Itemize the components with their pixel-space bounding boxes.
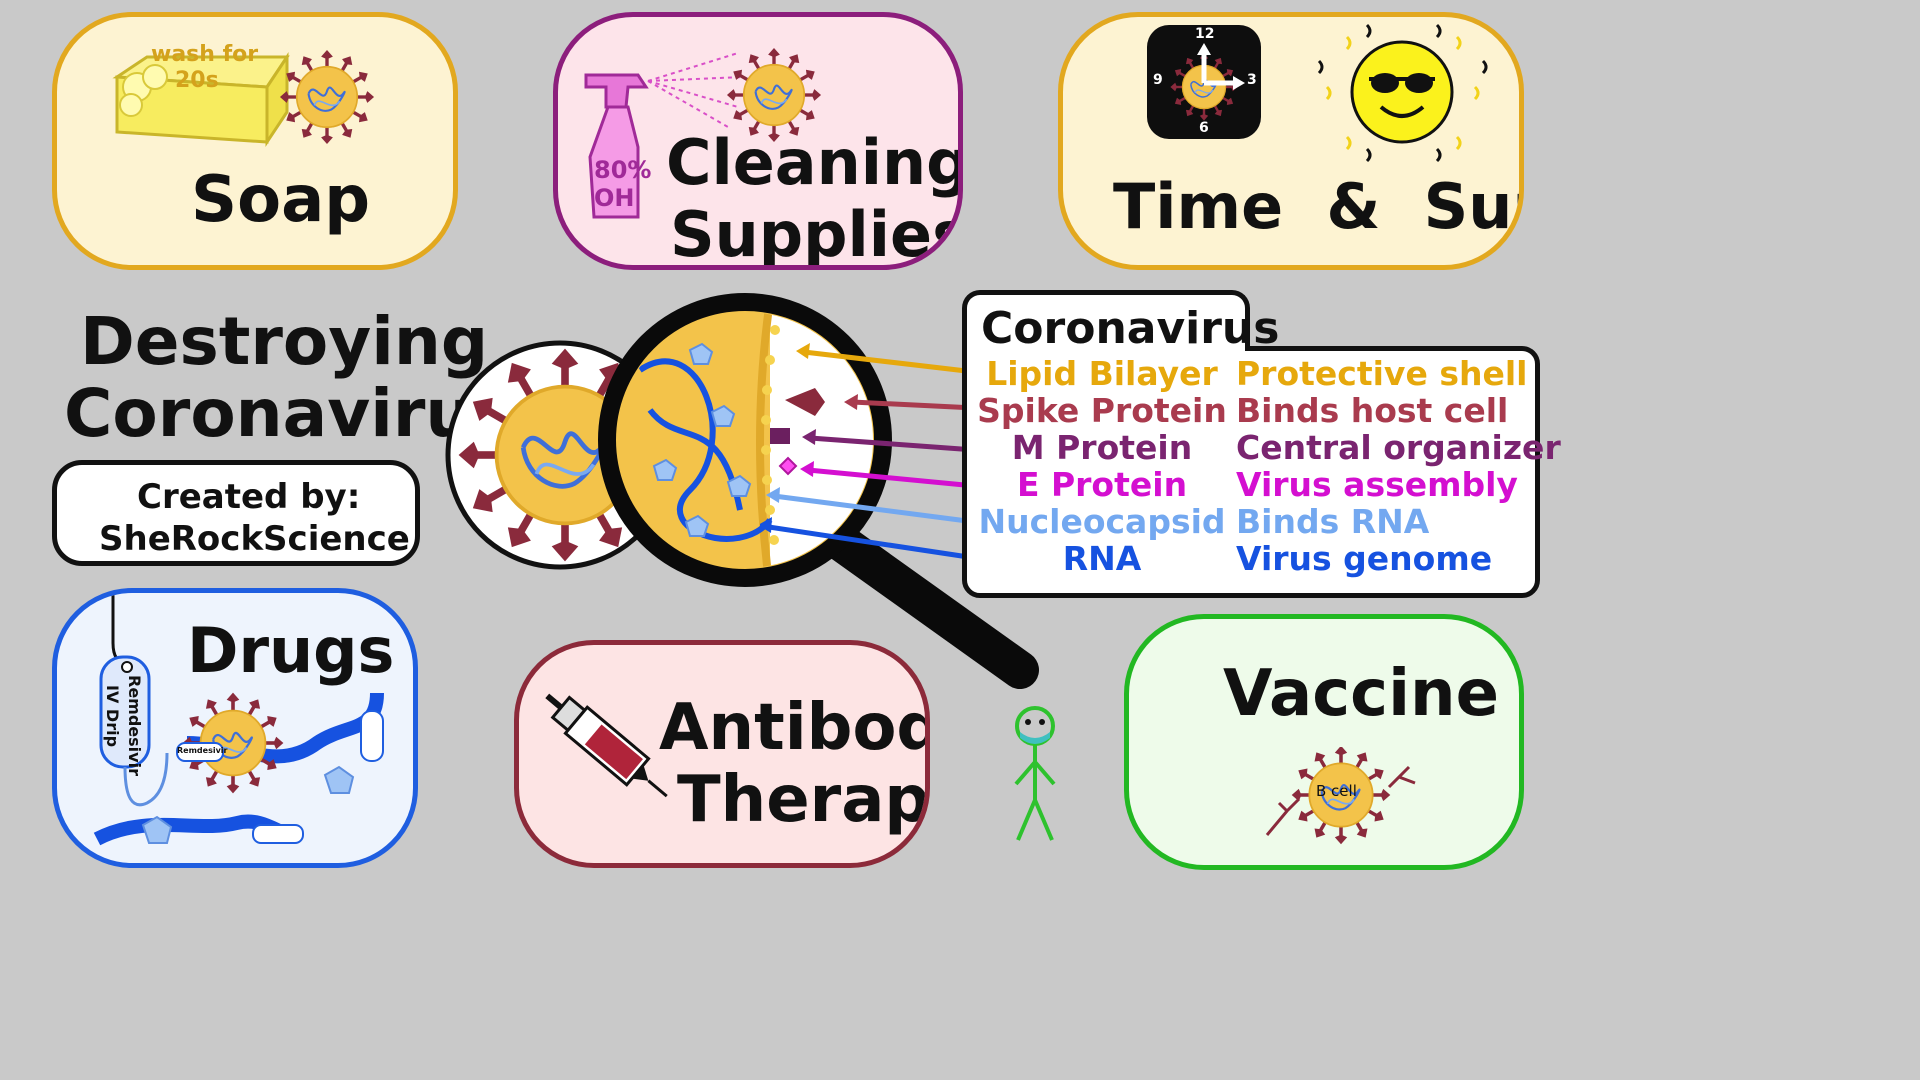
iv-drip-label-2: IV Drip — [103, 685, 122, 748]
iv-drip-illustration — [93, 593, 384, 846]
bottle-label-2: OH — [594, 184, 635, 212]
credit-line1: Created by: — [137, 477, 361, 517]
drug-tag-label: Remdesivir — [177, 746, 228, 755]
spray-bottle-icon — [584, 47, 823, 219]
legend-tab-joint — [967, 344, 1245, 354]
drugs-label: Drugs — [187, 614, 395, 687]
clock-3: 3 — [1247, 72, 1257, 88]
page-title-line2: Coronavirus — [64, 375, 512, 452]
legend-role-4: Binds RNA — [1236, 502, 1430, 541]
soap-label: Soap — [191, 163, 371, 237]
cleaning-supplies-card: 80% OH Cleaning Supplies — [553, 12, 963, 270]
antibody-therapy-card: Antibody Therapy — [514, 640, 930, 868]
legend-part-1: Spike Protein — [977, 391, 1227, 430]
legend-part-0: Lipid Bilayer — [986, 354, 1218, 393]
clock-6: 6 — [1199, 120, 1209, 136]
legend-part-5: RNA — [1062, 539, 1142, 578]
legend-part-4: Nucleocapsid — [978, 502, 1226, 541]
credit-line2: SheRockScience — [99, 519, 410, 559]
b-cell-label: B cell — [1316, 782, 1357, 800]
bottle-label-1: 80% — [594, 156, 652, 184]
clock-9: 9 — [1153, 72, 1163, 88]
iv-drip-label-1: Remdesivir — [125, 675, 144, 776]
b-cell-icon — [1265, 747, 1416, 846]
legend-part-2: M Protein — [1011, 428, 1193, 467]
legend-role-0: Protective shell — [1236, 354, 1528, 393]
time-sun-card: 12 3 6 9 Time & Sun — [1058, 12, 1524, 270]
legend-pointer-arrows — [760, 343, 976, 561]
legend-role-1: Binds host cell — [1236, 391, 1509, 430]
vaccine-label: Vaccine — [1223, 657, 1499, 731]
vaccine-card: Vaccine B cell — [1124, 614, 1524, 870]
soap-card: wash for 20s Soap — [52, 12, 458, 270]
soap-bar-icon — [112, 48, 376, 147]
syringe-icon — [545, 693, 668, 798]
antibody-label-line2: Therapy — [677, 763, 930, 837]
soap-duration-text-1: wash for — [151, 42, 259, 67]
legend-box — [962, 346, 1540, 598]
soap-duration-text-2: 20s — [175, 68, 219, 93]
cleaning-label-line2: Supplies — [670, 198, 963, 270]
clock-12: 12 — [1195, 26, 1215, 42]
credit-box: Created by: SheRockScience — [52, 460, 420, 566]
magnified-virus-illustration — [445, 293, 1039, 689]
drugs-card: Remdesivir IV Drip Remdesivir Drugs — [52, 588, 418, 868]
sun-icon — [1317, 23, 1488, 163]
legend-role-5: Virus genome — [1236, 539, 1493, 578]
legend-role-2: Central organizer — [1236, 428, 1561, 467]
time-sun-label: Time & Sun — [1113, 170, 1524, 243]
masked-person-icon — [1014, 706, 1056, 841]
antibody-label-line1: Antibody — [659, 691, 925, 765]
clock-icon: 12 3 6 9 — [1147, 25, 1261, 139]
page-title-line1: Destroying — [80, 303, 489, 380]
legend-role-3: Virus assembly — [1236, 465, 1518, 504]
legend-part-3: E Protein — [1016, 465, 1188, 504]
cleaning-label-line1: Cleaning — [666, 126, 963, 199]
